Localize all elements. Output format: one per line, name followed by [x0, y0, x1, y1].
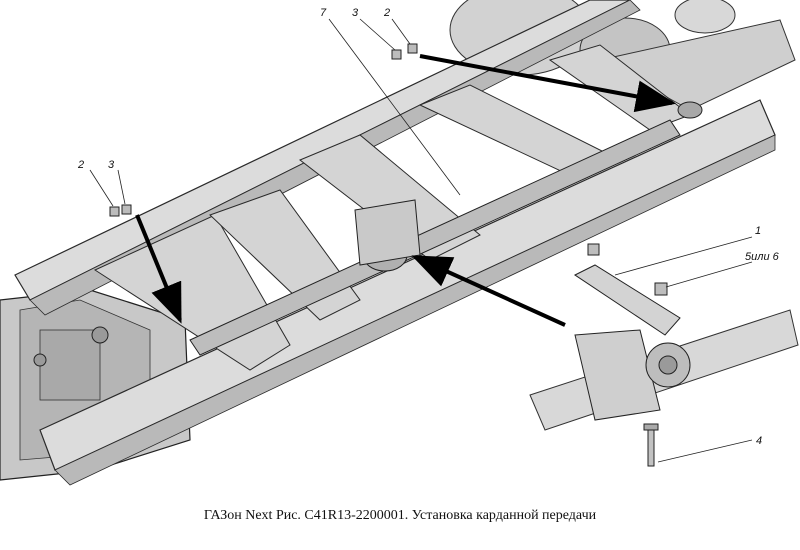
callout-5-or-6: 5или 6: [745, 251, 780, 263]
callout-4: 4: [756, 435, 762, 447]
arrow-top-to-rear-flange: [419, 54, 676, 113]
parts-2-3-bolts-left: [109, 204, 132, 217]
intermediate-support: [354, 199, 421, 266]
callout-3-top: 3: [352, 7, 359, 19]
figure-caption: ГАЗон Next Рис. C41R13-2200001. Установк…: [203, 508, 597, 523]
parts-2-3-bolts-top: [391, 43, 418, 60]
rear-flange: [677, 101, 703, 119]
assembly-arrows: [135, 54, 676, 327]
leader-lines: [89, 18, 753, 463]
callout-2-left: 2: [77, 159, 84, 171]
frame-rail-far: [14, 0, 631, 301]
callout-3-left: 3: [108, 159, 115, 171]
part-1-bracket: [574, 264, 681, 336]
detail-view-support-bearing: [529, 309, 799, 431]
arrow-detail-to-support: [411, 255, 566, 327]
driveshaft-installation-diagram: 7 3 2 2 3 1 5или 6 4: [0, 0, 799, 486]
part-5-6-nut: [654, 282, 668, 296]
part-5-6-nut-spare: [587, 243, 600, 256]
callout-1: 1: [755, 225, 761, 237]
callout-7: 7: [320, 7, 327, 19]
callout-2-top: 2: [383, 7, 390, 19]
arrow-left-to-front-flange: [135, 214, 182, 324]
part-4-bolt: [643, 423, 659, 467]
